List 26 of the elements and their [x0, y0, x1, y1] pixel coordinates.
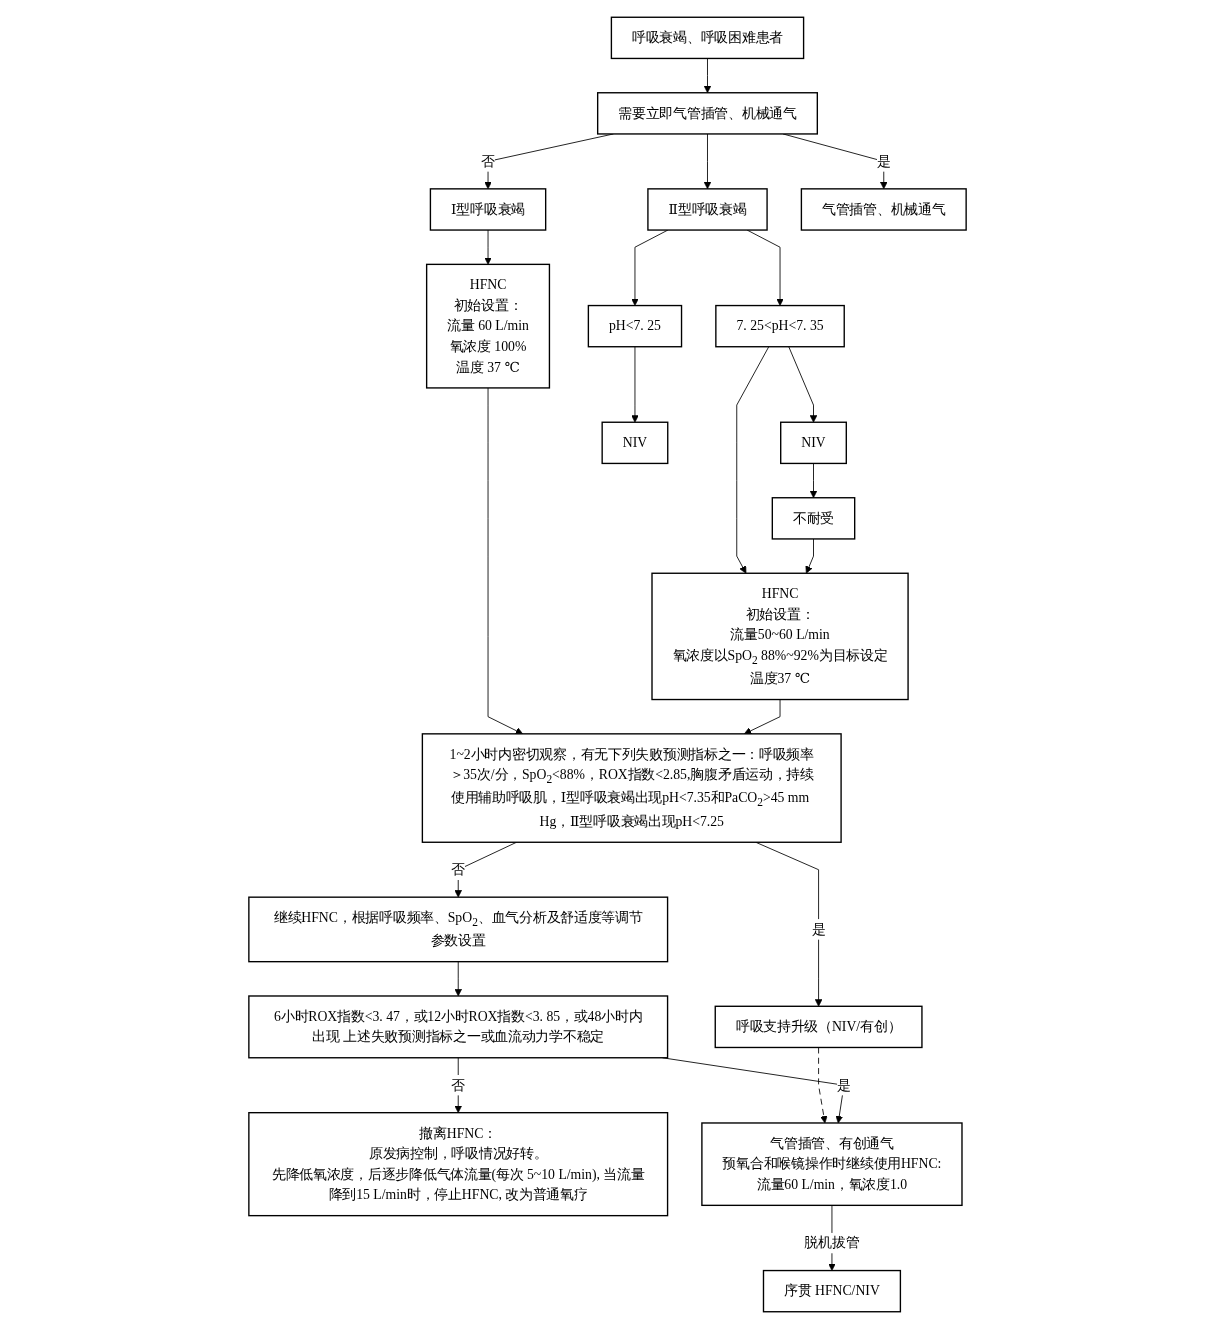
node-box: 气管插管、有创通气 预氧合和喉镜操作时继续使用HFNC: 流量60 L/min，氧浓度1.0 — [700, 1122, 963, 1207]
node-box: Ⅰ型呼吸衰竭 — [429, 188, 546, 231]
node-box: 序贯 HFNC/NIV — [762, 1269, 901, 1313]
node-box: HFNC 初始设置： 流量50~60 L/min 氧浓度以SpO$_{2}$ 88%~92%为目标设定 温度37 ℃ — [650, 572, 909, 701]
edge-label: 否 — [480, 153, 495, 169]
node-box: pH<7. 25 — [587, 304, 682, 348]
node-box: 不耐受 — [771, 497, 855, 540]
node-box: 7. 25<pH<7. 35 — [714, 304, 845, 348]
node-box: Ⅱ型呼吸衰竭 — [646, 188, 768, 231]
edge-label: 否 — [450, 861, 465, 877]
node-box: 6小时ROX指数<3. 47，或12小时ROX指数<3. 85，或48小时内出现 上述失败预测指标之一或血流动力学不稳定 — [247, 995, 668, 1059]
node-box: 继续HFNC，根据呼吸频率、SpO$_{2}$、血气分析及舒适度等调节参数设置 — [247, 896, 668, 963]
node-box: HFNC 初始设置： 流量 60 L/min 氧浓度 100% 温度 37 ℃ — [425, 263, 550, 389]
edge-label: 否 — [450, 1077, 465, 1093]
node-box: NIV — [600, 421, 668, 465]
edge-label: 是 — [811, 921, 825, 937]
node-box: 撤离HFNC： 原发病控制，呼吸情况好转。 先降低氧浓度，后逐步降低气体流量(每次 5~10 L/min), 当流量降到15 L/min时，停止HFNC, 改为普通氧疗 — [247, 1112, 668, 1217]
edge-label: 是 — [836, 1077, 851, 1093]
node-box: 呼吸衰竭、呼吸困难患者 — [610, 16, 804, 60]
node-box: 需要立即气管插管、机械通气 — [596, 92, 818, 135]
node-box: NIV — [779, 421, 847, 465]
edge-label: 是 — [876, 153, 891, 169]
node-box: 1~2小时内密切观察，有无下列失败预测指标之一：呼吸频率＞35次/分，SpO$_{2}$<88%，ROX指数<2.85,胸腹矛盾运动，持续使用辅助呼吸肌，Ⅰ型呼吸衰竭出现pH<7.35和PaCO$_{2}$>45 mm Hg，Ⅱ型呼吸衰竭出现pH<7.25 — [421, 733, 842, 843]
node-box: 气管插管、机械通气 — [800, 188, 967, 231]
node-box: 呼吸支持升级（NIV/有创） — [714, 1005, 923, 1049]
edge-label: 脱机拔管 — [803, 1235, 859, 1250]
